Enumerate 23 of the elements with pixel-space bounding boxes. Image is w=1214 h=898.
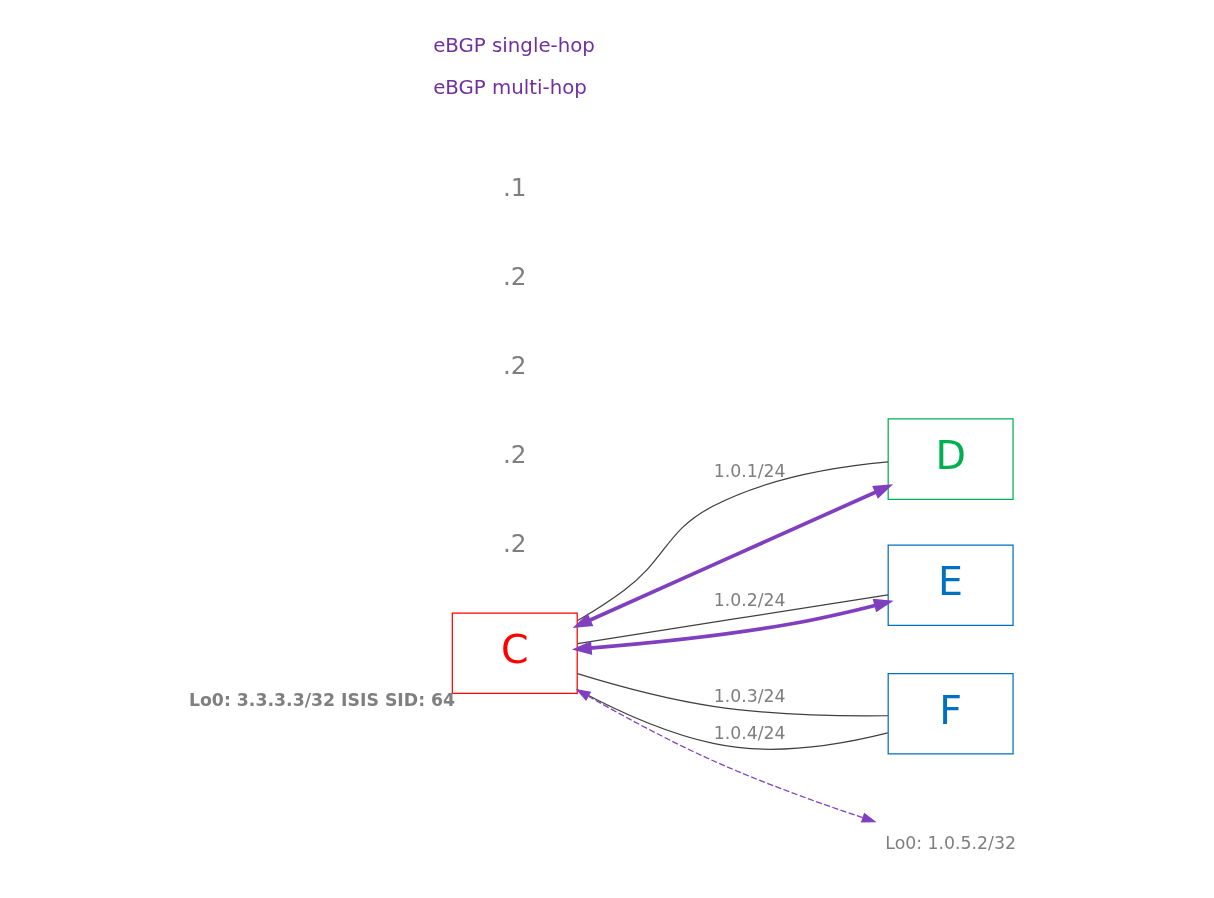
connector xyxy=(576,460,889,621)
edge-label: 1.0.4/24 xyxy=(713,722,786,743)
edge-label: 1.0.1/24 xyxy=(713,460,786,481)
node-text: Lo0: 1.0.5.2/32 xyxy=(884,832,1016,853)
connector xyxy=(576,672,888,716)
legend-label: eBGP multi-hop xyxy=(432,75,587,99)
node-box: E xyxy=(887,543,1014,626)
node-box: C xyxy=(451,611,578,694)
node-box: D xyxy=(887,417,1014,500)
connector xyxy=(576,593,889,644)
label: .2 xyxy=(502,261,527,291)
arrow xyxy=(571,598,894,655)
label: .2 xyxy=(502,439,527,469)
label: .2 xyxy=(502,528,527,558)
label: .1 xyxy=(502,172,527,202)
arrow xyxy=(575,688,877,822)
edge-label: 1.0.3/24 xyxy=(713,685,786,706)
node-box: F xyxy=(887,672,1014,755)
arrow xyxy=(572,483,893,628)
edge-label: 1.0.2/24 xyxy=(713,589,786,610)
label: .2 xyxy=(502,350,527,380)
connector xyxy=(576,688,888,750)
legend-label: eBGP single-hop xyxy=(432,33,595,57)
